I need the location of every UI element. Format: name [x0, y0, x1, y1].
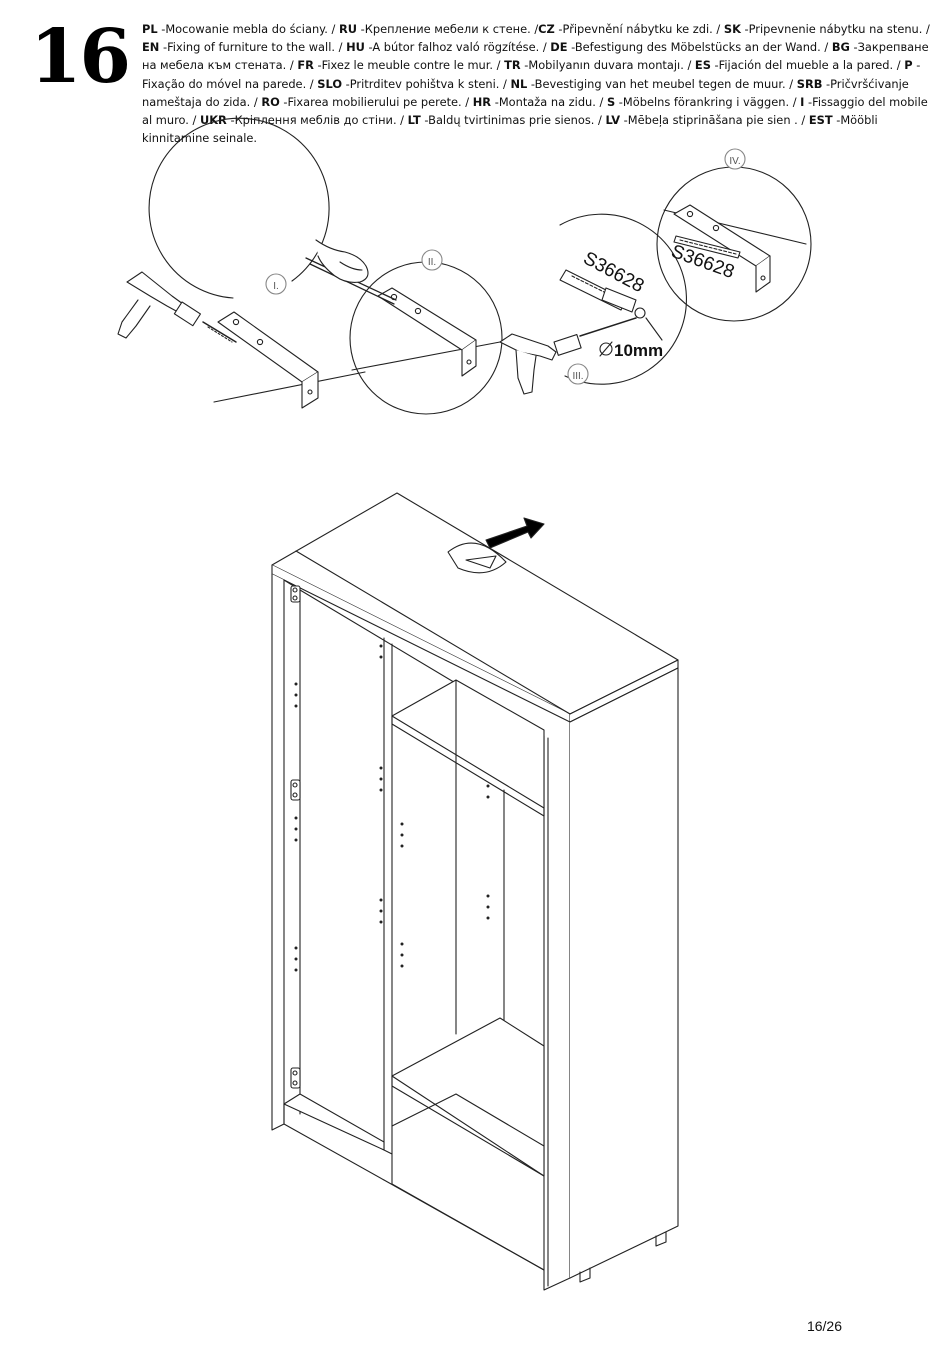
peg-holes [294, 644, 490, 972]
instruction-translation: Pritrditev pohištva k steni. / [349, 76, 511, 91]
language-code: S [606, 94, 616, 109]
power-drill-icon [117, 271, 237, 343]
language-code: DE [550, 40, 568, 55]
power-drill-icon [499, 317, 637, 395]
instruction-translation: Fixing of furniture to the wall. / [167, 40, 347, 55]
hinge-icon [290, 779, 301, 801]
language-code: HU [346, 40, 365, 55]
language-code: HR [472, 94, 492, 109]
instruction-translation: Möbelns förankring i väggen. / [622, 94, 801, 109]
language-code: ES [694, 58, 711, 73]
instruction-translation: Bevestiging van het meubel tegen de muur… [534, 76, 797, 91]
language-code: SRB [796, 76, 823, 91]
instruction-translation: Pripevnenie nábytku na stenu. / [748, 22, 930, 36]
detail-label-iii: III. [572, 371, 583, 382]
language-code: EN [142, 40, 160, 55]
wardrobe-drawing [271, 492, 679, 1291]
drill-diameter-label: 10mm [614, 341, 663, 360]
instruction-translation: Крепление мебели к стене. / [364, 22, 539, 36]
hinge-icon [290, 1067, 301, 1089]
instruction-translation: Fissaggio del mobile al muro. / [142, 94, 928, 128]
instruction-translation: Fixarea mobilierului pe perete. / [287, 94, 473, 109]
language-code: RO [261, 94, 280, 109]
screw-dowel-icon [559, 269, 646, 319]
language-code: FR [297, 58, 314, 73]
instruction-translation: Baldų tvirtinimas prie sienos. / [428, 113, 606, 128]
language-code: CZ [538, 22, 555, 36]
instruction-translation: Закрепване на мебела към стената. / [142, 40, 929, 73]
language-code: LV [605, 113, 621, 128]
instruction-translation: Montaža na zidu. / [498, 94, 607, 109]
detail-label-ii: II. [428, 257, 436, 268]
language-code: LT [407, 113, 421, 128]
detail-iii: III. S36628 10mm [499, 213, 687, 395]
language-code: I [800, 94, 805, 109]
language-code: PL [142, 22, 158, 36]
instruction-translation: Fijación del mueble a la pared. / [718, 58, 905, 73]
detail-i: I. [117, 117, 366, 409]
language-code: EST [808, 113, 833, 128]
instruction-translation: Mobilyanın duvara montajı. / [528, 58, 695, 73]
bracket-iv [673, 204, 771, 293]
instruction-text: PL -Mocowanie mebla do ściany. / RU -Кре… [142, 22, 930, 146]
language-code: NL [510, 76, 528, 91]
hinge-icon [290, 585, 301, 603]
language-code: TR [504, 58, 521, 73]
detail-ii: II. [305, 239, 503, 415]
page-number: 16/26 [806, 1318, 842, 1334]
step-number: 16 [30, 14, 131, 100]
instruction-translation: Fixez le meuble contre le mur. / [321, 58, 505, 73]
instruction-translation: Fixação do móvel na parede. / [142, 76, 318, 91]
instruction-translation: Mööbli kinnitamine seinale. [142, 113, 878, 146]
language-code: RU [338, 22, 358, 36]
language-code: P [904, 58, 913, 73]
detail-label-i: I. [273, 281, 279, 292]
instruction-translation: Кріплення меблів до стіни. / [234, 113, 408, 128]
detail-iv: IV. S36628 [656, 148, 812, 322]
bracket-i [217, 311, 319, 409]
language-code: UKR [199, 113, 227, 128]
language-code: SLO [317, 76, 343, 91]
instruction-translation: Pričvršćivanje nameštaja do zida. / [142, 76, 909, 109]
instruction-translation: Befestigung des Möbelstücks an der Wand.… [574, 40, 832, 55]
detail-label-iv: IV. [729, 156, 740, 167]
bracket-ii [377, 287, 477, 377]
instruction-translation: Mēbeļa stiprināšana pie sien . / [627, 113, 809, 128]
push-arrow-icon [485, 517, 545, 549]
hand-pencil-icon [305, 239, 397, 305]
language-code: SK [723, 22, 741, 36]
instruction-translation: Mocowanie mebla do ściany. / [165, 22, 339, 36]
instruction-translation: Připevnění nábytku ke zdi. / [562, 22, 724, 36]
language-code: BG [831, 40, 850, 55]
instruction-translation: A bútor falhoz való rögzítése. / [372, 40, 551, 55]
